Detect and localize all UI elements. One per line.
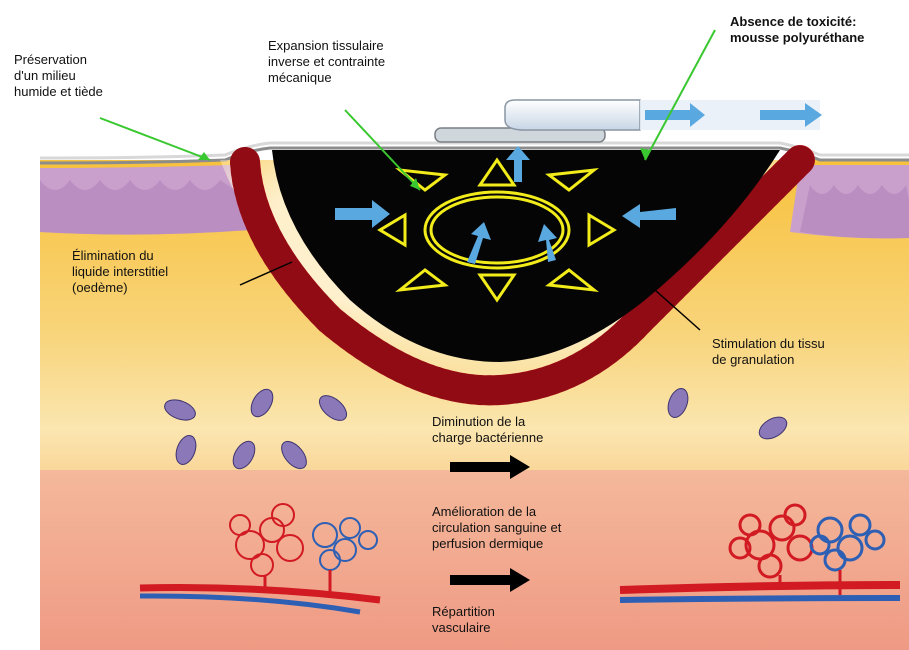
suction-tube-icon	[435, 100, 822, 142]
label-tissue-expansion: Expansion tissulaire inverse et contrain…	[268, 38, 385, 86]
label-no-toxicity: Absence de toxicité: mousse polyuréthane	[730, 14, 864, 46]
label-granulation: Stimulation du tissu de granulation	[712, 336, 825, 368]
label-vascular: Répartition vasculaire	[432, 604, 495, 636]
label-bacterial-load: Diminution de la charge bactérienne	[432, 414, 543, 446]
label-moist-environment: Préservation d'un milieu humide et tiède	[14, 52, 103, 100]
label-circulation: Amélioration de la circulation sanguine …	[432, 504, 561, 552]
label-fluid-removal: Élimination du liquide interstitiel (oed…	[72, 248, 168, 296]
